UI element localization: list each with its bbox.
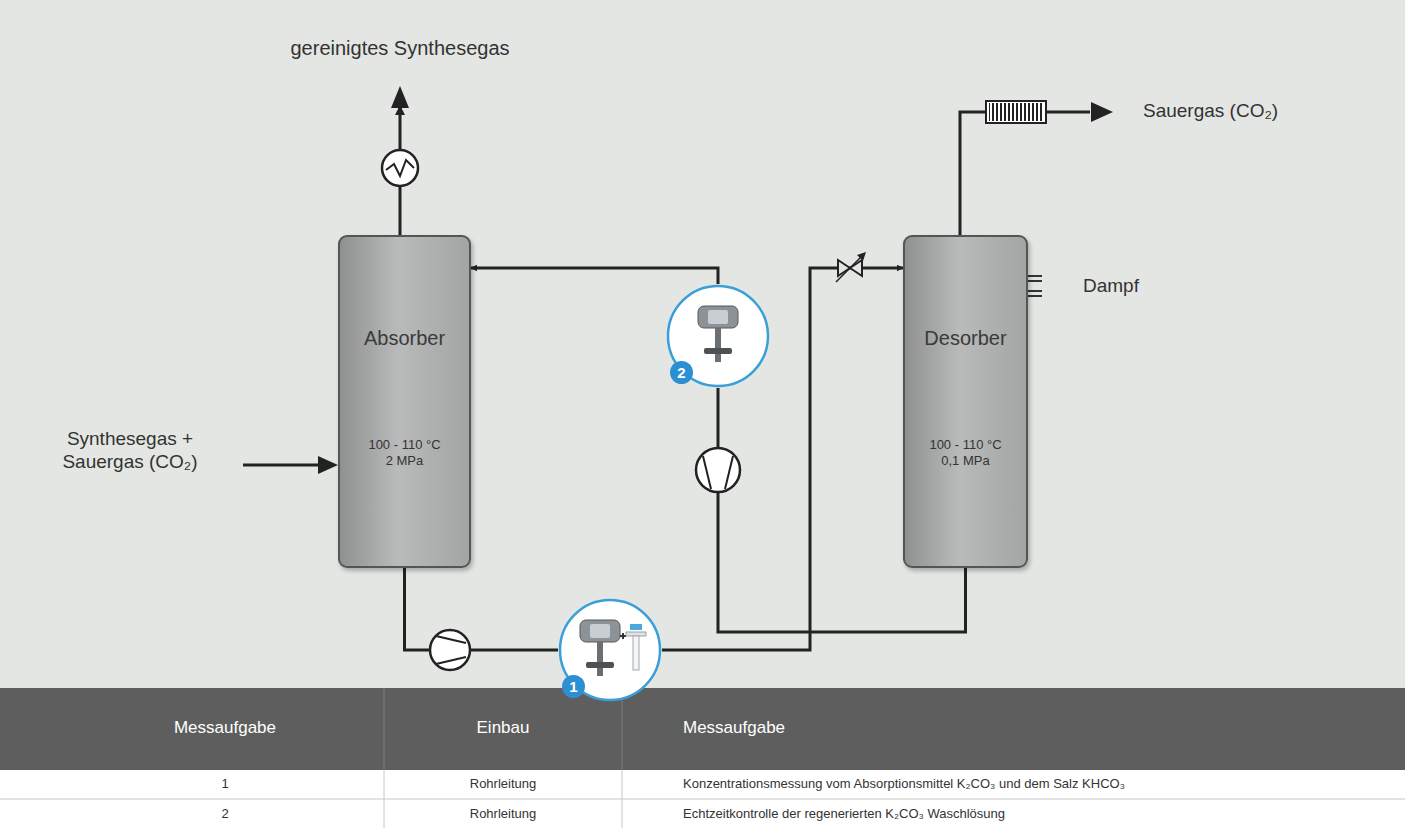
operating-conditions: 100 - 110 °C 0,1 MPa <box>927 437 1005 470</box>
table-cell: Rohrleitung <box>403 806 603 822</box>
table-divider <box>622 770 623 828</box>
column-vessel: Desorber 100 - 110 °C 0,1 MPa <box>903 235 1028 568</box>
transmitter-stem <box>715 328 721 350</box>
cooler-symbol <box>382 150 418 186</box>
transmitter-body <box>580 620 620 676</box>
pipe-connector <box>405 568 559 650</box>
pump-symbol <box>696 448 740 492</box>
transmitter-display <box>590 624 610 638</box>
condenser-symbol <box>986 101 1046 123</box>
diagram-ground <box>0 0 1405 688</box>
table-row-line <box>0 799 1405 800</box>
vessel-name: Absorber <box>340 327 469 350</box>
table-cell: Messaufgabe <box>75 718 375 738</box>
table-cell: Rohrleitung <box>403 776 603 792</box>
transmitter-flange <box>586 662 614 668</box>
transmitter-probe <box>715 354 721 362</box>
callout-number: 2 <box>670 361 693 384</box>
transmitter-body <box>698 306 738 362</box>
column-vessel: Absorber 100 - 110 °C 2 MPa <box>338 235 471 568</box>
acid-gas-line <box>960 101 1113 235</box>
circle-outline <box>668 286 768 386</box>
stream-label: Synthesegas + Sauergas (CO₂) <box>55 428 205 474</box>
pipe-connector <box>471 268 718 284</box>
conductivity-sensor <box>620 624 646 670</box>
table-cell: 2 <box>175 806 275 822</box>
transmitter-probe <box>597 668 603 676</box>
transmitter-stem <box>597 642 603 664</box>
table-divider <box>384 688 385 770</box>
condenser-fins <box>989 103 1043 121</box>
throttle-valve <box>836 252 866 282</box>
pump-symbol <box>430 630 470 670</box>
table-body <box>0 770 1405 828</box>
callout-number: 1 <box>562 675 585 698</box>
transmitter-flange <box>704 348 732 354</box>
measuring-point: 2 <box>666 284 770 388</box>
transmitter-display <box>708 310 728 324</box>
stream-label: Dampf <box>1083 275 1203 298</box>
transmitter-head <box>698 306 738 328</box>
feed-line <box>243 456 338 474</box>
table-cell: Messaufgabe <box>683 718 1083 738</box>
table-cell: Konzentrationsmessung vom Absorptionsmit… <box>683 776 1383 792</box>
vessel-name: Desorber <box>905 327 1026 350</box>
stream-label: Sauergas (CO₂) <box>1143 100 1383 123</box>
product-line <box>382 86 418 235</box>
measuring-point: 1 <box>558 598 662 702</box>
circle-outline <box>560 600 660 700</box>
stream-label: gereinigtes Synthesegas <box>270 36 530 60</box>
table-cell: Echtzeitkontrolle der regenerierten K₂CO… <box>683 806 1383 822</box>
transmitter-head <box>580 620 620 642</box>
operating-conditions: 100 - 110 °C 2 MPa <box>366 437 444 470</box>
pipe-connector <box>662 268 903 650</box>
cooler-zigzag <box>386 160 414 176</box>
table-divider <box>384 770 385 828</box>
table-divider <box>622 688 623 770</box>
table-cell: 1 <box>175 776 275 792</box>
table-header <box>0 688 1405 770</box>
table-cell: Einbau <box>403 718 603 738</box>
